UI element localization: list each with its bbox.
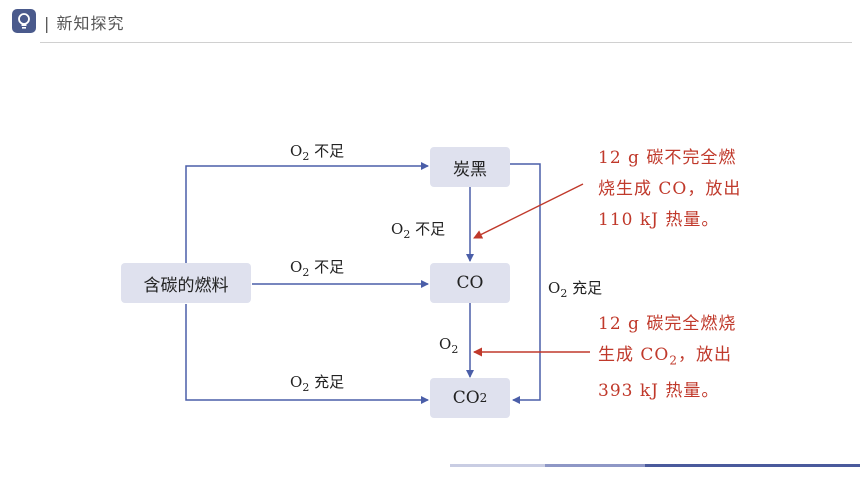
footer-bar-dark <box>645 464 860 467</box>
lightbulb-icon <box>12 9 36 33</box>
label-top: O2 不足 <box>290 142 345 163</box>
header-divider <box>40 42 852 43</box>
note-complete-combustion: 12 g 碳完全燃烧 生成 CO2，放出 393 kJ 热量。 <box>598 314 737 402</box>
footer-bar-light <box>450 464 545 467</box>
page-title: | 新知探究 <box>44 14 125 33</box>
label-soot-to-co2: O2 充足 <box>548 279 603 300</box>
node-co2-base: CO <box>452 388 480 408</box>
label-bottom: O2 充足 <box>290 373 345 394</box>
note-incomplete-combustion: 12 g 碳不完全燃 烧生成 CO，放出 110 kJ 热量。 <box>598 148 742 230</box>
arrow-source-to-co2 <box>185 304 429 404</box>
footer-bar-mid <box>545 464 645 467</box>
pointer-incomplete <box>473 183 584 239</box>
node-co: CO <box>430 263 510 303</box>
node-soot: 炭黑 <box>430 147 510 187</box>
label-mid: O2 不足 <box>290 258 345 279</box>
label-soot-to-co: O2 不足 <box>391 220 446 241</box>
arrow-source-to-soot <box>185 162 429 264</box>
node-co2-sub: 2 <box>479 391 488 405</box>
label-co-to-co2: O2 <box>439 335 459 356</box>
arrow-soot-to-co2 <box>510 163 541 404</box>
node-carbon-fuel: 含碳的燃料 <box>121 263 251 303</box>
